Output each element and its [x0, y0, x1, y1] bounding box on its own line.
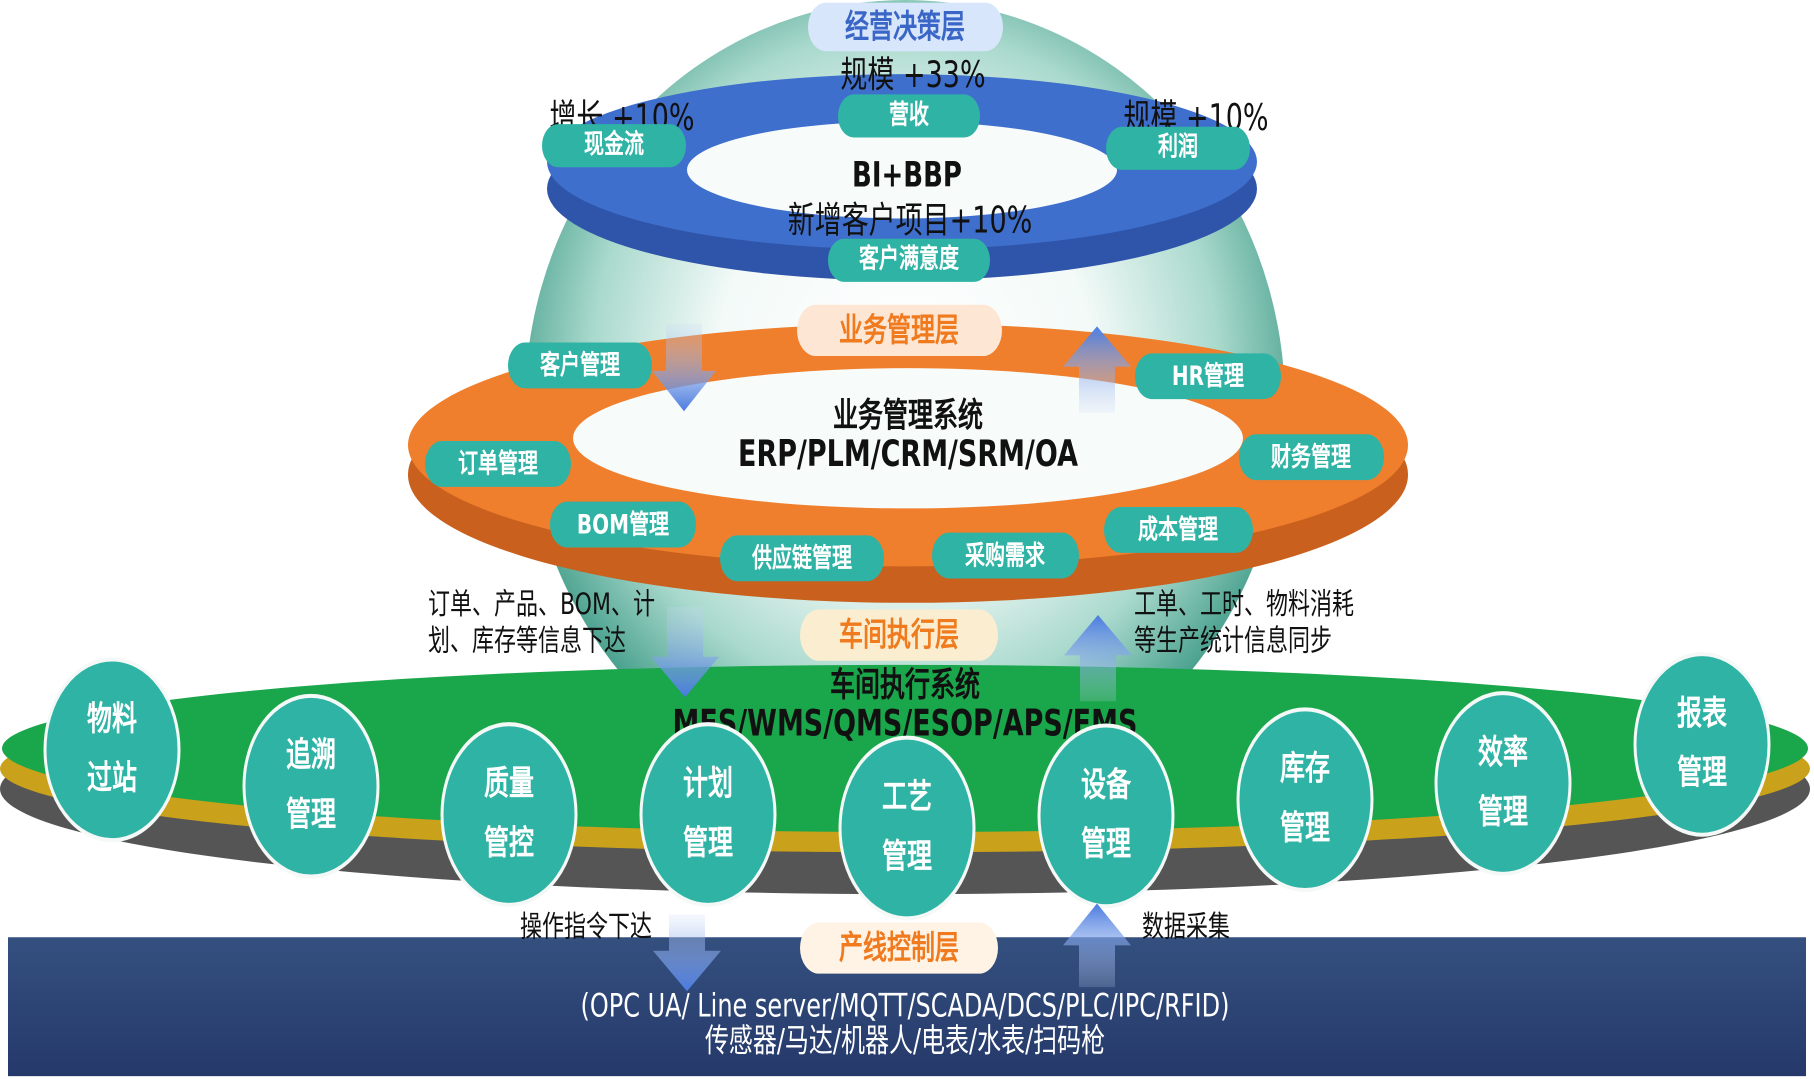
- business-function-pill[interactable]: 财务管理: [1239, 434, 1384, 481]
- business-function-pill[interactable]: 供应链管理: [720, 535, 884, 582]
- svg-text:追溯: 追溯: [286, 734, 336, 774]
- control-layer: 产线控制层 (OPC UA/ Line server/MQTT/SCADA/DC…: [8, 922, 1806, 1077]
- business-system-title: 业务管理系统: [833, 395, 983, 435]
- workshop-function-circle[interactable]: 质量 管控: [440, 722, 578, 907]
- business-system-list: ERP/PLM/CRM/SRM/OA: [738, 432, 1078, 475]
- decision-label-pill: [808, 2, 1003, 52]
- business-function-pill[interactable]: BOM管理: [550, 501, 696, 548]
- workshop-system-title: 车间执行系统: [830, 664, 980, 704]
- arrow-up-workshop-to-business: [1064, 614, 1132, 702]
- business-ring-hole: [573, 368, 1243, 509]
- svg-text:过站: 过站: [87, 757, 137, 797]
- decision-layer-label: 经营决策层: [845, 8, 965, 45]
- workshop-function-circle[interactable]: 效率 管理: [1434, 691, 1572, 876]
- svg-text:供应链管理: 供应链管理: [751, 542, 852, 574]
- svg-text:利润: 利润: [1158, 131, 1198, 163]
- svg-text:设备: 设备: [1081, 764, 1131, 804]
- svg-text:管理: 管理: [1677, 752, 1727, 792]
- svg-text:工艺: 工艺: [882, 776, 932, 816]
- svg-text:管理: 管理: [286, 794, 336, 834]
- svg-text:计划: 计划: [683, 763, 733, 803]
- control-protocols-text: (OPC UA/ Line server/MQTT/SCADA/DCS/PLC/…: [581, 987, 1230, 1024]
- workshop-function-circle[interactable]: 设备 管理: [1037, 723, 1175, 909]
- svg-text:BOM管理: BOM管理: [577, 508, 669, 540]
- control-layer-label: 产线控制层: [839, 929, 959, 966]
- workshop-layer: 车间执行层 车间执行系统 MES/WMS/QMS/ESOP/APS/EMS 物料…: [0, 609, 1810, 921]
- decision-core-text: BI+BBP: [852, 155, 962, 196]
- arrow-down-decision-to-business: [652, 323, 716, 412]
- decision-layer: 经营决策层 BI+BBP 规模 +33% 增长 +10% 规模 +10% 新增客…: [542, 2, 1269, 282]
- workshop-function-circle[interactable]: 工艺 管理: [838, 735, 976, 921]
- business-layer-label: 业务管理层: [839, 311, 959, 348]
- business-function-pill[interactable]: HR管理: [1135, 353, 1281, 400]
- decision-metric-pill[interactable]: 营收: [838, 94, 980, 138]
- workshop-function-circle[interactable]: 追溯 管理: [242, 693, 380, 879]
- business-function-pill[interactable]: 采购需求: [932, 532, 1079, 579]
- business-layer: 业务管理层 业务管理系统 ERP/PLM/CRM/SRM/OA 客户管理 HR管…: [408, 304, 1408, 603]
- arrow-down-business-to-workshop: [651, 606, 719, 698]
- business-function-pill[interactable]: 订单管理: [425, 440, 571, 487]
- svg-text:管理: 管理: [1280, 807, 1330, 847]
- svg-text:管理: 管理: [882, 836, 932, 876]
- svg-text:质量: 质量: [484, 763, 534, 803]
- svg-text:采购需求: 采购需求: [965, 539, 1045, 571]
- svg-text:财务管理: 财务管理: [1271, 441, 1351, 473]
- decision-metric-pill[interactable]: 现金流: [542, 124, 686, 168]
- data-collection-note: 数据采集: [1142, 910, 1230, 944]
- decision-ring-hole: [687, 121, 1117, 219]
- svg-text:现金流: 现金流: [584, 128, 644, 160]
- svg-text:营收: 营收: [889, 98, 929, 130]
- svg-text:管理: 管理: [1478, 791, 1528, 831]
- decision-metric-pill[interactable]: 利润: [1106, 126, 1250, 170]
- downflow-note-line2: 划、库存等信息下达: [428, 624, 626, 658]
- arrow-up-business-to-decision: [1063, 326, 1131, 413]
- workshop-layer-label: 车间执行层: [839, 616, 959, 653]
- svg-text:库存: 库存: [1280, 748, 1330, 788]
- svg-text:客户满意度: 客户满意度: [859, 243, 959, 275]
- decision-metric-pill[interactable]: 客户满意度: [828, 238, 990, 282]
- control-devices-text: 传感器/马达/机器人/电表/水表/扫码枪: [705, 1022, 1105, 1059]
- svg-text:管理: 管理: [1081, 823, 1131, 863]
- svg-text:物料: 物料: [87, 698, 137, 738]
- workshop-function-circle[interactable]: 物料 过站: [43, 657, 181, 843]
- svg-text:成本管理: 成本管理: [1138, 514, 1218, 546]
- workshop-function-circle[interactable]: 报表 管理: [1633, 652, 1771, 837]
- metric-revenue: 规模 +33%: [840, 53, 985, 96]
- svg-text:管控: 管控: [484, 822, 534, 862]
- business-label-pill: [797, 304, 1002, 357]
- business-function-pill[interactable]: 成本管理: [1104, 507, 1253, 553]
- downflow-note-line1: 订单、产品、BOM、计: [428, 588, 655, 622]
- workshop-label-pill: [800, 609, 998, 661]
- svg-text:效率: 效率: [1478, 732, 1528, 772]
- svg-text:管理: 管理: [683, 822, 733, 862]
- svg-text:报表: 报表: [1677, 693, 1727, 733]
- svg-text:客户管理: 客户管理: [540, 349, 620, 381]
- svg-text:HR管理: HR管理: [1172, 360, 1244, 392]
- business-function-pill[interactable]: 客户管理: [508, 342, 652, 389]
- metric-customer: 新增客户项目+10%: [788, 199, 1033, 242]
- upflow-note-line1: 工单、工时、物料消耗: [1134, 588, 1354, 622]
- command-downflow-note: 操作指令下达: [520, 910, 652, 944]
- upflow-note-line2: 等生产统计信息同步: [1134, 624, 1332, 658]
- workshop-function-circle[interactable]: 计划 管理: [639, 722, 777, 907]
- workshop-function-circle[interactable]: 库存 管理: [1236, 707, 1374, 893]
- svg-text:订单管理: 订单管理: [458, 448, 538, 480]
